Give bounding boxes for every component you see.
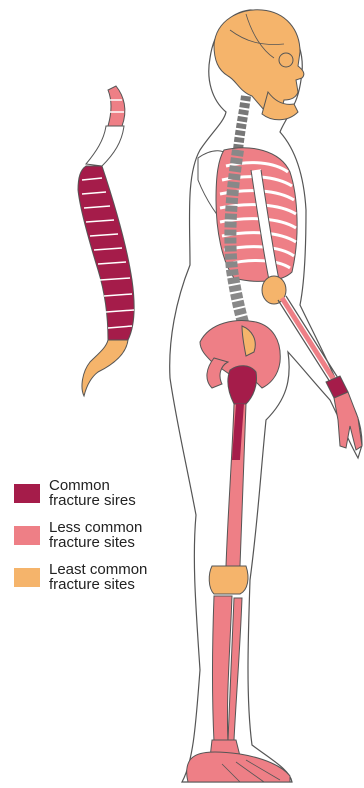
- eye-socket: [279, 53, 293, 67]
- legend-label-less-common: Less common fracture sites: [49, 520, 142, 550]
- legend-label-least-common: Least common fracture sites: [49, 562, 147, 592]
- legend-swatch-common: [14, 484, 40, 503]
- legend-line-2: fracture sites: [49, 535, 142, 550]
- legend-swatch-less-common: [14, 526, 40, 545]
- isolated-spine: [78, 86, 134, 396]
- spine-cervical-upper: [108, 86, 125, 126]
- hip-joint: [228, 366, 257, 404]
- legend-item-less-common: Less common fracture sites: [14, 520, 142, 550]
- spine-thoracic-lumbar: [78, 166, 134, 340]
- forearm-fill: [282, 298, 334, 380]
- legend-item-common: Common fracture sires: [14, 478, 136, 508]
- legend-item-least-common: Least common fracture sites: [14, 562, 147, 592]
- cervical-spine: [238, 96, 246, 150]
- legend-line-1: Least common: [49, 562, 147, 577]
- legend-line-1: Common: [49, 478, 136, 493]
- knee: [209, 566, 248, 594]
- legend-label-common: Common fracture sires: [49, 478, 136, 508]
- pelvis-lower: [207, 358, 228, 388]
- legend-line-2: fracture sires: [49, 493, 136, 508]
- legend-swatch-least-common: [14, 568, 40, 587]
- spine-sacrum: [82, 340, 128, 396]
- foot: [187, 752, 290, 782]
- hand: [334, 392, 362, 450]
- spine-cervical-lower: [86, 126, 124, 166]
- legend-line-2: fracture sites: [49, 577, 147, 592]
- legend-line-1: Less common: [49, 520, 142, 535]
